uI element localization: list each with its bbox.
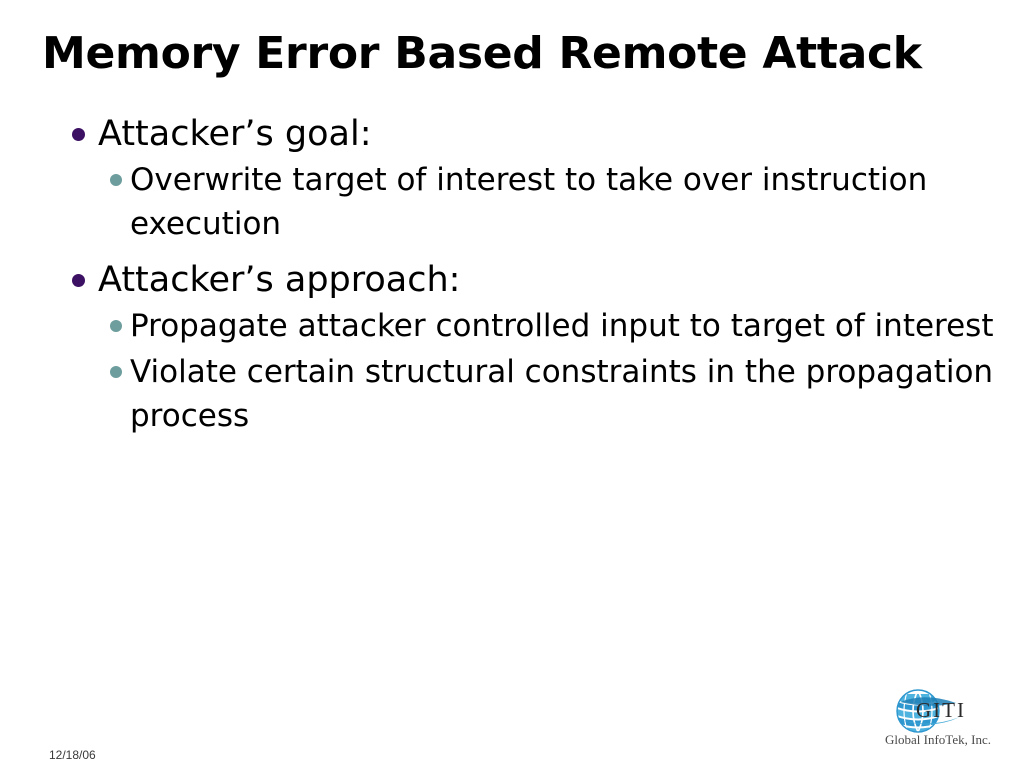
list-item-text: Violate certain structural constraints i… (130, 354, 994, 434)
bullet-list: Attacker’s goal: Overwrite target of int… (0, 112, 1024, 440)
bullet-marker-level2 (110, 350, 130, 378)
list-item: Propagate attacker controlled input to t… (0, 304, 1024, 348)
company-logo: GITI Global InfoTek, Inc. (876, 688, 1000, 756)
list-item-text: Attacker’s goal: (98, 114, 372, 154)
logo-wordmark: GITI (916, 698, 966, 722)
bullet-marker-level1 (72, 112, 98, 141)
footer-date: 12/18/06 (49, 748, 96, 762)
page-title: Memory Error Based Remote Attack (42, 28, 922, 79)
list-item: Attacker’s approach: (0, 258, 1024, 302)
list-item: Violate certain structural constraints i… (0, 350, 1024, 438)
list-item-text: Propagate attacker controlled input to t… (130, 308, 994, 344)
globe-icon (896, 689, 960, 733)
list-item: Overwrite target of interest to take ove… (0, 158, 1024, 246)
logo-mark: GITI (876, 688, 1000, 734)
list-item-text: Attacker’s approach: (98, 260, 461, 300)
list-item-text: Overwrite target of interest to take ove… (130, 162, 928, 242)
bullet-marker-level1 (72, 258, 98, 287)
logo-tagline: Global InfoTek, Inc. (885, 732, 991, 747)
list-item: Attacker’s goal: (0, 112, 1024, 156)
bullet-marker-level2 (110, 158, 130, 186)
bullet-marker-level2 (110, 304, 130, 332)
